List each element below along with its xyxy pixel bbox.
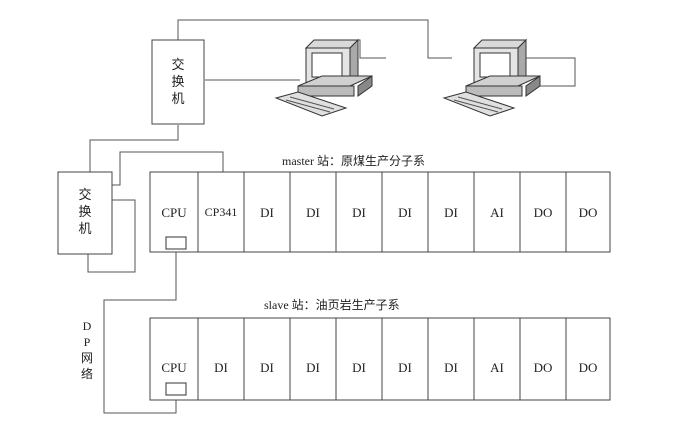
master-module-do: DO	[533, 205, 553, 220]
dp-network-char: P	[83, 335, 91, 349]
switch-top-char: 交	[171, 57, 185, 72]
slave-station-label: slave 站：油页岩生产子系	[264, 298, 400, 312]
master-rack	[149, 171, 611, 253]
slave-cpu-port	[165, 382, 187, 396]
slave-rack	[149, 317, 611, 401]
slave-module-di: DI	[214, 360, 228, 375]
switch-left-char: 机	[78, 221, 92, 236]
wire-left-switch-to-master	[87, 199, 136, 273]
wire-switch-to-pc-right	[177, 19, 452, 59]
switch-top-char: 换	[171, 74, 185, 89]
master-module-di: DI	[306, 205, 320, 220]
slave-module-do: DO	[533, 360, 553, 375]
wire-dp-network	[103, 251, 177, 414]
master-module-di: DI	[352, 205, 366, 220]
slave-module-di: DI	[260, 360, 274, 375]
computer-icon	[442, 38, 541, 117]
master-module-cp341: CP341	[204, 205, 238, 219]
dp-network-label: D P 网 络	[78, 318, 96, 382]
switch-top-char: 机	[171, 91, 185, 106]
wire-top-switch-to-left-switch	[89, 125, 179, 172]
master-module-di: DI	[398, 205, 412, 220]
master-cpu-port	[165, 236, 187, 250]
slave-module-cpu: CPU	[161, 360, 187, 375]
slave-module-do: DO	[578, 360, 598, 375]
slave-module-ai: AI	[490, 360, 504, 375]
master-module-di: DI	[444, 205, 458, 220]
master-station-label: master 站：原煤生产分子系	[282, 154, 425, 168]
switch-top-box	[151, 39, 205, 125]
dp-network-char: D	[82, 319, 92, 333]
dp-network-char: 网	[80, 351, 93, 365]
wire-left-switch-to-cp341	[112, 151, 224, 186]
switch-left-char: 交	[78, 187, 92, 202]
slave-module-di: DI	[398, 360, 412, 375]
dp-network-char: 络	[80, 367, 93, 381]
slave-module-di: DI	[306, 360, 320, 375]
master-module-di: DI	[260, 205, 274, 220]
switch-top-label: 交 换 机	[168, 56, 188, 107]
switch-left-label: 交 换 机	[75, 186, 95, 237]
slave-module-di: DI	[352, 360, 366, 375]
wire-pc-right-loop	[526, 57, 576, 87]
master-module-ai: AI	[490, 205, 504, 220]
switch-left-box	[57, 171, 113, 255]
slave-module-di: DI	[444, 360, 458, 375]
switch-left-char: 换	[78, 204, 92, 219]
computer-icon	[274, 38, 373, 117]
master-module-cpu: CPU	[161, 205, 187, 220]
master-module-do: DO	[578, 205, 598, 220]
